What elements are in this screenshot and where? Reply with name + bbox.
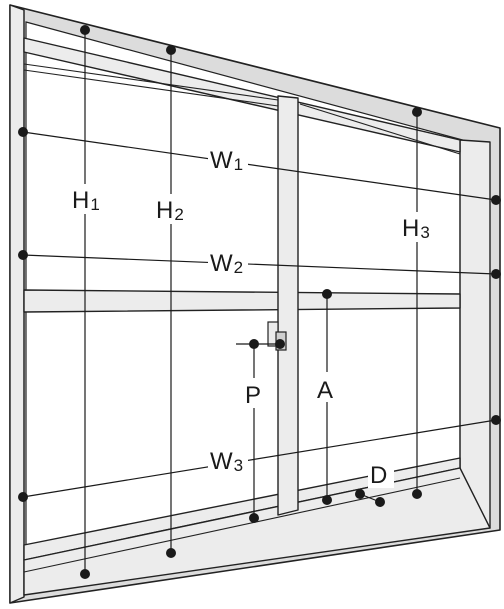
- w2-right-point: [491, 269, 501, 279]
- d-right-point: [375, 497, 385, 507]
- p-bottom-point: [249, 513, 259, 523]
- a-label: A: [317, 377, 333, 404]
- window-meeting-rail: [23, 289, 461, 313]
- h1-top-point: [80, 25, 90, 35]
- w3-label: W3: [210, 448, 243, 475]
- w1-left-point: [18, 127, 28, 137]
- measurement-labels: H1 H2 H3 W1 W2 W3 P A D: [70, 146, 436, 489]
- h3-bottom-point: [412, 489, 422, 499]
- d-left-point: [355, 489, 365, 499]
- window-center-stile: [277, 95, 299, 516]
- w2-label: W2: [210, 250, 243, 277]
- measurement-points: [18, 25, 501, 579]
- h3-top-point: [412, 107, 422, 117]
- latch-point: [275, 339, 285, 349]
- p-top-point: [249, 339, 259, 349]
- w1-label: W1: [210, 147, 243, 174]
- a-bottom-point: [322, 495, 332, 505]
- h2-top-point: [166, 45, 176, 55]
- w2-line: [22, 254, 497, 275]
- w3-left-point: [18, 492, 28, 502]
- w3-line: [22, 419, 497, 498]
- w3-right-point: [491, 415, 501, 425]
- h3-label: H3: [402, 215, 430, 242]
- p-label: P: [245, 382, 261, 409]
- window-head-rail: [23, 37, 461, 155]
- w2-left-point: [18, 250, 28, 260]
- a-top-point: [322, 289, 332, 299]
- w1-line: [22, 131, 497, 201]
- h1-bottom-point: [80, 569, 90, 579]
- h1-label: H1: [72, 187, 100, 214]
- h2-label: H2: [156, 197, 184, 224]
- d-label: D: [370, 462, 387, 489]
- w1-right-point: [491, 195, 501, 205]
- h2-bottom-point: [166, 548, 176, 558]
